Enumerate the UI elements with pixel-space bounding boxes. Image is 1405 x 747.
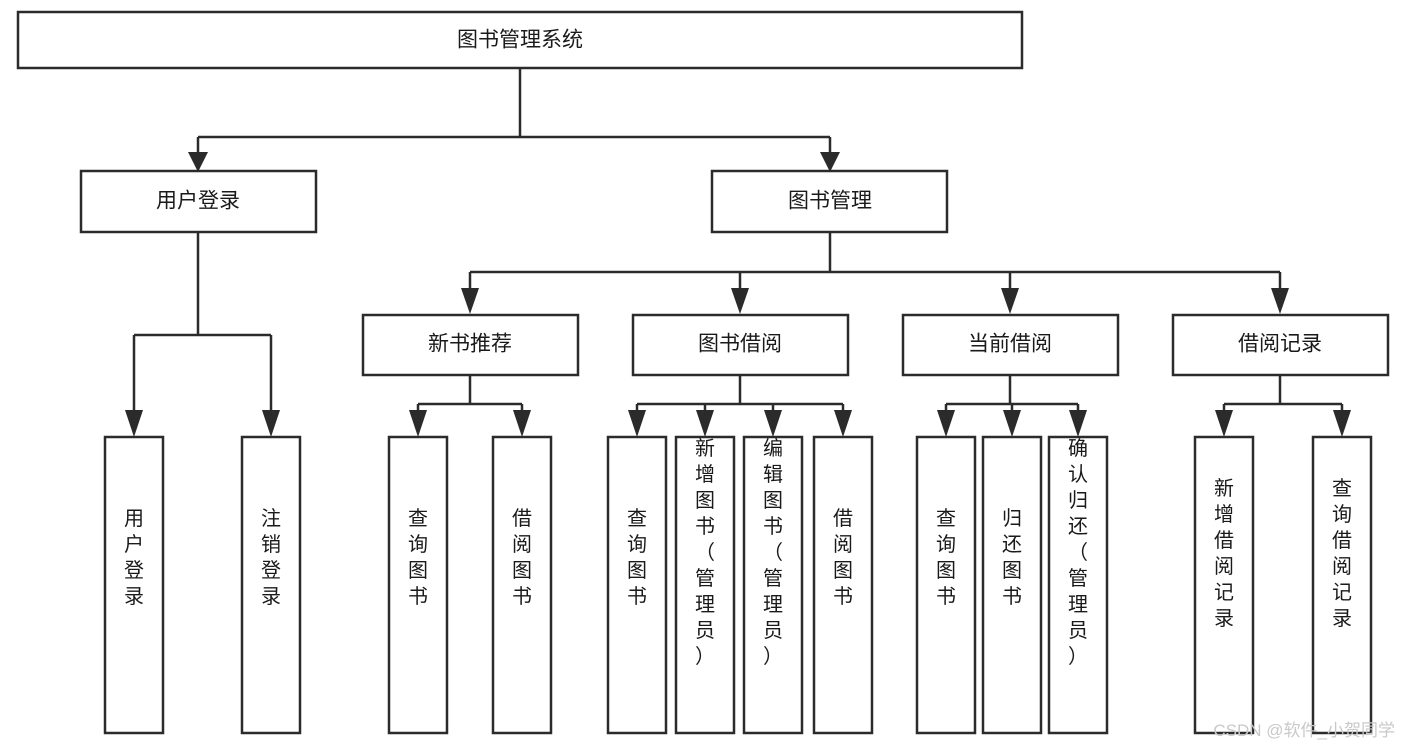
node-book-borrow[interactable]: 图书借阅 [631,313,850,377]
arrow-bb-leaf-2-icon [696,410,714,437]
arrow-cb-leaf-2-icon [1003,410,1021,437]
leaf-label: 编辑图书（管理员） [763,437,783,668]
leaf-box[interactable] [1047,435,1109,735]
connector-layer [125,68,1351,437]
leaf-box[interactable] [387,435,449,735]
user-login-box[interactable] [79,169,318,234]
new-book-recommend-box[interactable] [361,313,580,377]
leaf-book-borrow-edit-book[interactable]: 编辑图书（管理员） [742,435,804,735]
current-borrow-label: 当前借阅 [968,333,1052,356]
borrow-record-box[interactable] [1171,313,1390,377]
leaf-label: 查询图书 [627,507,647,608]
leaf-book-borrow-add-book[interactable]: 新增图书（管理员） [674,435,736,735]
leaf-box[interactable] [1193,435,1255,735]
leaf-box[interactable] [240,435,302,735]
leaf-new-book-borrow-book[interactable]: 借阅图书 [491,435,553,735]
leaf-label: 用户登录 [124,508,144,608]
leaf-label: 借阅图书 [512,507,532,608]
node-book-management[interactable]: 图书管理 [710,169,949,234]
book-management-box[interactable] [710,169,949,234]
node-borrow-record[interactable]: 借阅记录 [1171,313,1390,377]
arrow-cb-leaf-3-icon [1069,410,1087,437]
arrow-nbr-leaf-2-icon [513,410,531,437]
leaf-book-borrow-query-book[interactable]: 查询图书 [606,435,668,735]
leaf-label: 借阅图书 [833,507,853,608]
root-label: 图书管理系统 [457,29,583,52]
leaf-box[interactable] [981,435,1043,735]
node-user-login[interactable]: 用户登录 [79,169,318,234]
leaf-current-borrow-confirm-return[interactable]: 确认归还（管理员） [1047,435,1109,735]
arrow-bb-leaf-1-icon [628,410,646,437]
leaf-new-book-query-book[interactable]: 查询图书 [387,435,449,735]
leaf-user-login-logout[interactable]: 注销登录 [240,435,302,735]
arrow-br-leaf-2-icon [1333,410,1351,437]
leaf-label: 查询图书 [408,507,428,608]
arrow-root-to-book-manage-icon [820,152,840,172]
node-new-book-recommend[interactable]: 新书推荐 [361,313,580,377]
leaf-box[interactable] [103,435,165,735]
leaf-box[interactable] [742,435,804,735]
leaf-borrow-record-query-record[interactable]: 查询借阅记录 [1311,435,1373,735]
book-management-label: 图书管理 [788,190,872,213]
csdn-watermark: CSDN @软件_小贺同学 [1213,721,1395,740]
leaf-user-login-login[interactable]: 用户登录 [103,435,165,735]
arrow-br-leaf-1-icon [1215,410,1233,437]
book-borrow-label: 图书借阅 [698,333,782,356]
arrow-bm-to-book-borrow-icon [731,288,749,314]
node-current-borrow[interactable]: 当前借阅 [901,313,1120,377]
leaf-box[interactable] [491,435,553,735]
leaf-box[interactable] [674,435,736,735]
arrow-bm-to-current-borrow-icon [1001,288,1019,314]
leaf-box[interactable] [606,435,668,735]
new-book-recommend-label: 新书推荐 [428,333,512,356]
leaf-label: 注销登录 [261,507,281,608]
leaf-box[interactable] [1311,435,1373,735]
arrow-cb-leaf-1-icon [937,410,955,437]
arrow-bb-leaf-3-icon [764,410,782,437]
leaf-label: 新增图书（管理员） [695,437,715,668]
leaf-box[interactable] [915,435,977,735]
book-borrow-box[interactable] [631,313,850,377]
arrow-root-to-user-login-icon [188,152,208,172]
leaf-current-borrow-return-book[interactable]: 归还图书 [981,435,1043,735]
arrow-user-login-leaf-1-icon [125,410,143,437]
user-login-label: 用户登录 [156,190,240,213]
node-root-book-management-system[interactable]: 图书管理系统 [16,10,1024,70]
arrow-nbr-leaf-1-icon [409,410,427,437]
current-borrow-box[interactable] [901,313,1120,377]
leaf-label: 查询借阅记录 [1332,477,1352,630]
arrow-user-login-leaf-2-icon [262,410,280,437]
leaf-label: 确认归还（管理员） [1068,437,1088,668]
leaf-borrow-record-add-record[interactable]: 新增借阅记录 [1193,435,1255,735]
leaf-current-borrow-query-book[interactable]: 查询图书 [915,435,977,735]
root-box[interactable] [16,10,1024,70]
arrow-bm-to-new-book-icon [461,288,479,314]
leaf-label: 归还图书 [1002,507,1022,608]
leaf-book-borrow-borrow-book[interactable]: 借阅图书 [812,435,874,735]
borrow-record-label: 借阅记录 [1238,333,1322,356]
leaf-box[interactable] [812,435,874,735]
arrow-bm-to-borrow-record-icon [1271,288,1289,314]
arrow-bb-leaf-4-icon [834,410,852,437]
leaf-label: 新增借阅记录 [1214,477,1234,630]
leaf-label: 查询图书 [936,507,956,608]
